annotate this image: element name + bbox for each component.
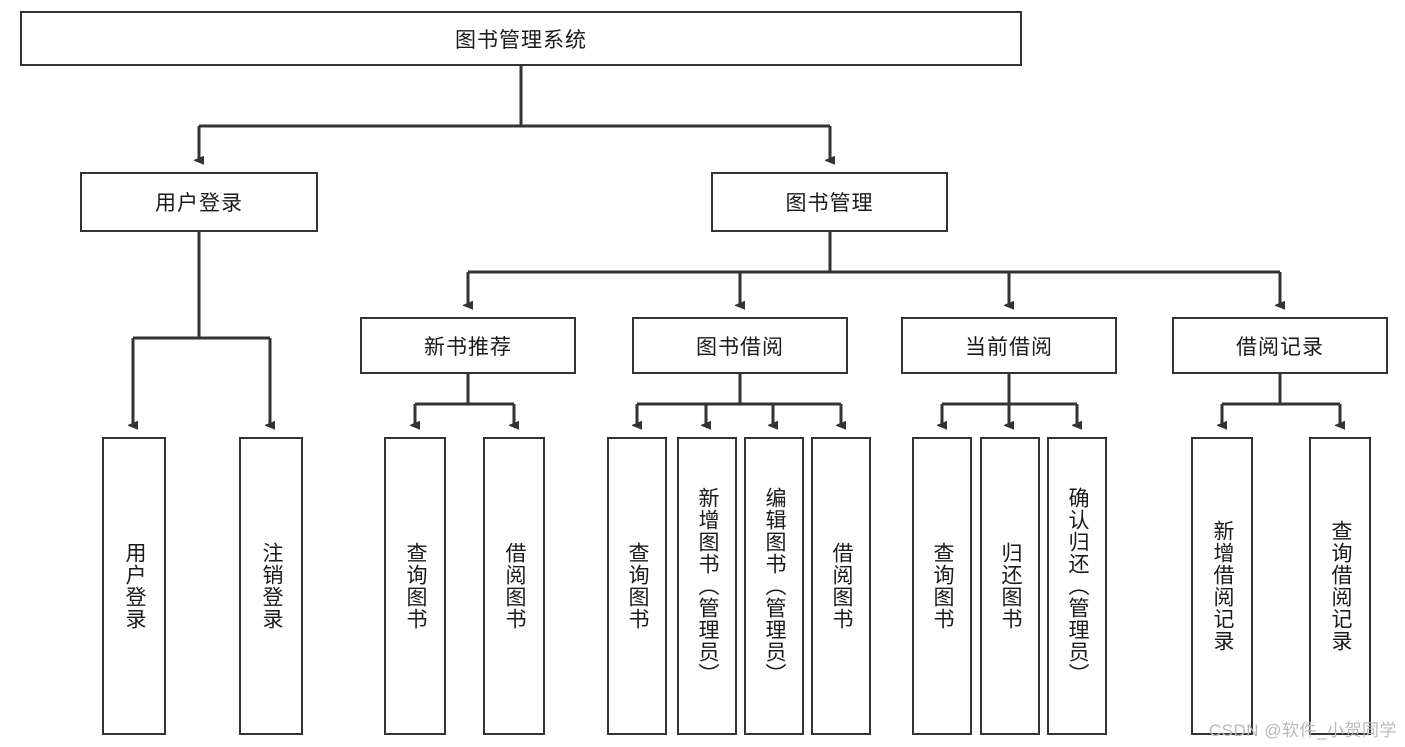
node-current-borrow[interactable]: 当前借阅 [901, 317, 1117, 374]
leaf-query-book-borrow[interactable]: 查询图书 [607, 437, 667, 735]
node-label: 新增图书（管理员） [696, 487, 720, 685]
node-label: 借阅记录 [1236, 335, 1324, 359]
node-book-borrow[interactable]: 图书借阅 [632, 317, 848, 374]
leaf-add-book-admin[interactable]: 新增图书（管理员） [677, 437, 737, 735]
leaf-user-login[interactable]: 用户登录 [102, 437, 166, 735]
node-borrow-record[interactable]: 借阅记录 [1172, 317, 1388, 374]
node-label: 当前借阅 [965, 335, 1053, 359]
leaf-query-book-current[interactable]: 查询图书 [912, 437, 972, 735]
leaf-return-book[interactable]: 归还图书 [980, 437, 1040, 735]
node-label: 新增借阅记录 [1211, 520, 1235, 652]
leaf-user-logout[interactable]: 注销登录 [239, 437, 303, 735]
leaf-edit-book-admin[interactable]: 编辑图书（管理员） [744, 437, 804, 735]
node-user-login[interactable]: 用户登录 [80, 172, 318, 232]
node-label: 用户登录 [155, 192, 243, 215]
node-label: 借阅图书 [503, 542, 527, 630]
node-label: 确认归还（管理员） [1066, 487, 1090, 685]
node-root-system[interactable]: 图书管理系统 [20, 11, 1022, 66]
node-label: 新书推荐 [424, 335, 512, 359]
node-label: 用户登录 [123, 542, 147, 630]
node-label: 归还图书 [999, 542, 1023, 630]
node-label: 查询图书 [626, 542, 650, 630]
leaf-query-book-recommend[interactable]: 查询图书 [384, 437, 446, 735]
leaf-query-borrow-record[interactable]: 查询借阅记录 [1309, 437, 1371, 735]
node-label: 查询借阅记录 [1329, 520, 1353, 652]
leaf-borrow-book[interactable]: 借阅图书 [811, 437, 871, 735]
node-label: 借阅图书 [830, 542, 854, 630]
leaf-add-borrow-record[interactable]: 新增借阅记录 [1191, 437, 1253, 735]
node-book-management[interactable]: 图书管理 [711, 172, 948, 232]
node-label: 查询图书 [931, 542, 955, 630]
node-label: 编辑图书（管理员） [763, 487, 787, 685]
node-label: 图书借阅 [696, 335, 784, 359]
leaf-confirm-return-admin[interactable]: 确认归还（管理员） [1047, 437, 1107, 735]
node-label: 注销登录 [260, 542, 284, 630]
node-label: 图书管理 [785, 192, 874, 215]
node-new-book-recommend[interactable]: 新书推荐 [360, 317, 576, 374]
leaf-borrow-book-recommend[interactable]: 借阅图书 [483, 437, 545, 735]
node-label: 图书管理系统 [455, 28, 587, 52]
node-label: 查询图书 [404, 542, 428, 630]
